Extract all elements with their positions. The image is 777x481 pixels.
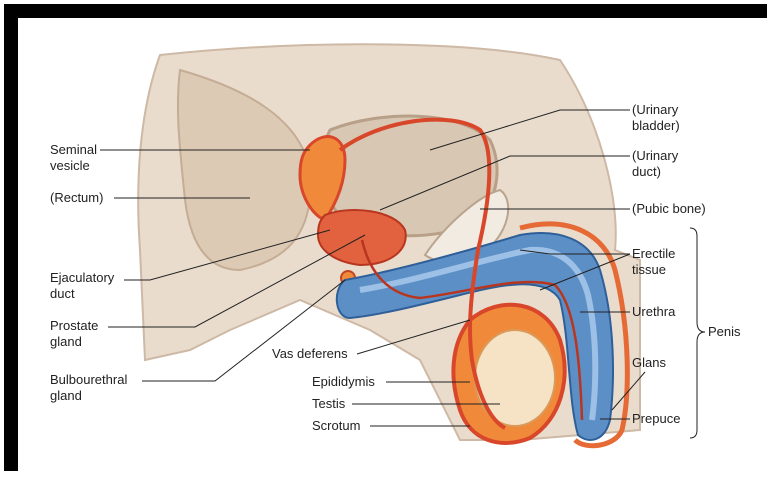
label-prepuce: Prepuce	[632, 411, 680, 427]
label-vas-deferens: Vas deferens	[272, 346, 348, 362]
label-urinary-bladder: (Urinary bladder)	[632, 102, 680, 134]
label-erectile-tissue: Erectile tissue	[632, 246, 675, 278]
label-rectum: (Rectum)	[50, 190, 103, 206]
label-pubic-bone: (Pubic bone)	[632, 201, 706, 217]
label-urethra: Urethra	[632, 304, 675, 320]
label-bulbourethral-gland: Bulbourethral gland	[50, 372, 127, 404]
label-prostate-gland: Prostate gland	[50, 318, 98, 350]
label-scrotum: Scrotum	[312, 418, 360, 434]
label-urinary-duct: (Urinary duct)	[632, 148, 678, 180]
label-penis: Penis	[708, 324, 741, 340]
label-ejaculatory-duct: Ejaculatory duct	[50, 270, 114, 302]
label-testis: Testis	[312, 396, 345, 412]
label-glans: Glans	[632, 355, 666, 371]
label-epididymis: Epididymis	[312, 374, 375, 390]
label-seminal-vesicle: Seminal vesicle	[50, 142, 97, 174]
